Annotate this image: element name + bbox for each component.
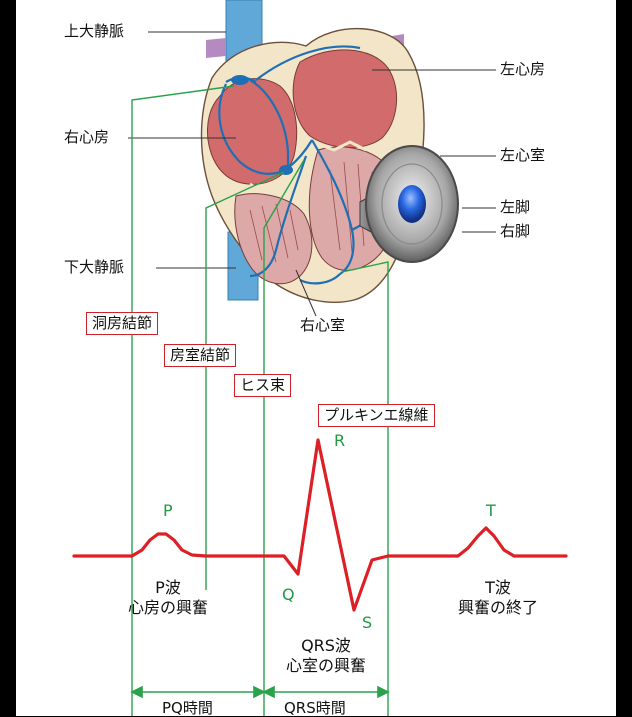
wave-label-s: S xyxy=(362,614,372,632)
caption-qrs-wave: QRS波 心室の興奮 xyxy=(264,636,388,676)
sa-node-marker xyxy=(231,75,249,85)
caption-p-wave: P波 心房の興奮 xyxy=(98,578,238,618)
pq-arrow-left xyxy=(132,687,142,697)
label-right-atrium: 右心房 xyxy=(64,128,109,146)
caption-p-title: P波 xyxy=(98,578,238,598)
label-superior-vena-cava: 上大静脈 xyxy=(64,22,124,40)
label-left-atrium: 左心房 xyxy=(500,60,545,78)
wave-label-q: Q xyxy=(282,586,295,604)
caption-p-desc: 心房の興奮 xyxy=(98,598,238,618)
caption-qrs-title: QRS波 xyxy=(264,636,388,656)
label-right-bundle: 右脚 xyxy=(500,222,530,240)
aortic-stub xyxy=(206,38,226,58)
left-atrium-chamber xyxy=(293,50,396,148)
box-purkinje: プルキンエ線維 xyxy=(318,404,435,427)
qrs-arrow-left xyxy=(264,687,274,697)
label-pq-interval: PQ時間 xyxy=(162,700,213,716)
speaker-dome xyxy=(398,185,426,223)
wave-label-p: P xyxy=(163,502,173,520)
interval-arrows xyxy=(132,687,388,697)
label-left-bundle: 左脚 xyxy=(500,198,530,216)
caption-t-wave: T波 興奮の終了 xyxy=(428,578,568,618)
label-qrs-interval: QRS時間 xyxy=(284,700,346,716)
label-inferior-vena-cava: 下大静脈 xyxy=(64,258,124,276)
box-av-node: 房室結節 xyxy=(164,344,236,367)
qrs-arrow-right xyxy=(378,687,388,697)
caption-t-desc: 興奮の終了 xyxy=(428,598,568,618)
label-right-ventricle: 右心室 xyxy=(300,316,345,334)
caption-t-title: T波 xyxy=(428,578,568,598)
heart-illustration xyxy=(202,0,425,302)
caption-qrs-desc: 心室の興奮 xyxy=(264,656,388,676)
wave-label-r: R xyxy=(334,432,345,450)
wave-label-t: T xyxy=(486,502,496,520)
box-sa-node: 洞房結節 xyxy=(86,312,158,335)
label-left-ventricle: 左心室 xyxy=(500,146,545,164)
box-his-bundle: ヒス束 xyxy=(234,374,291,397)
